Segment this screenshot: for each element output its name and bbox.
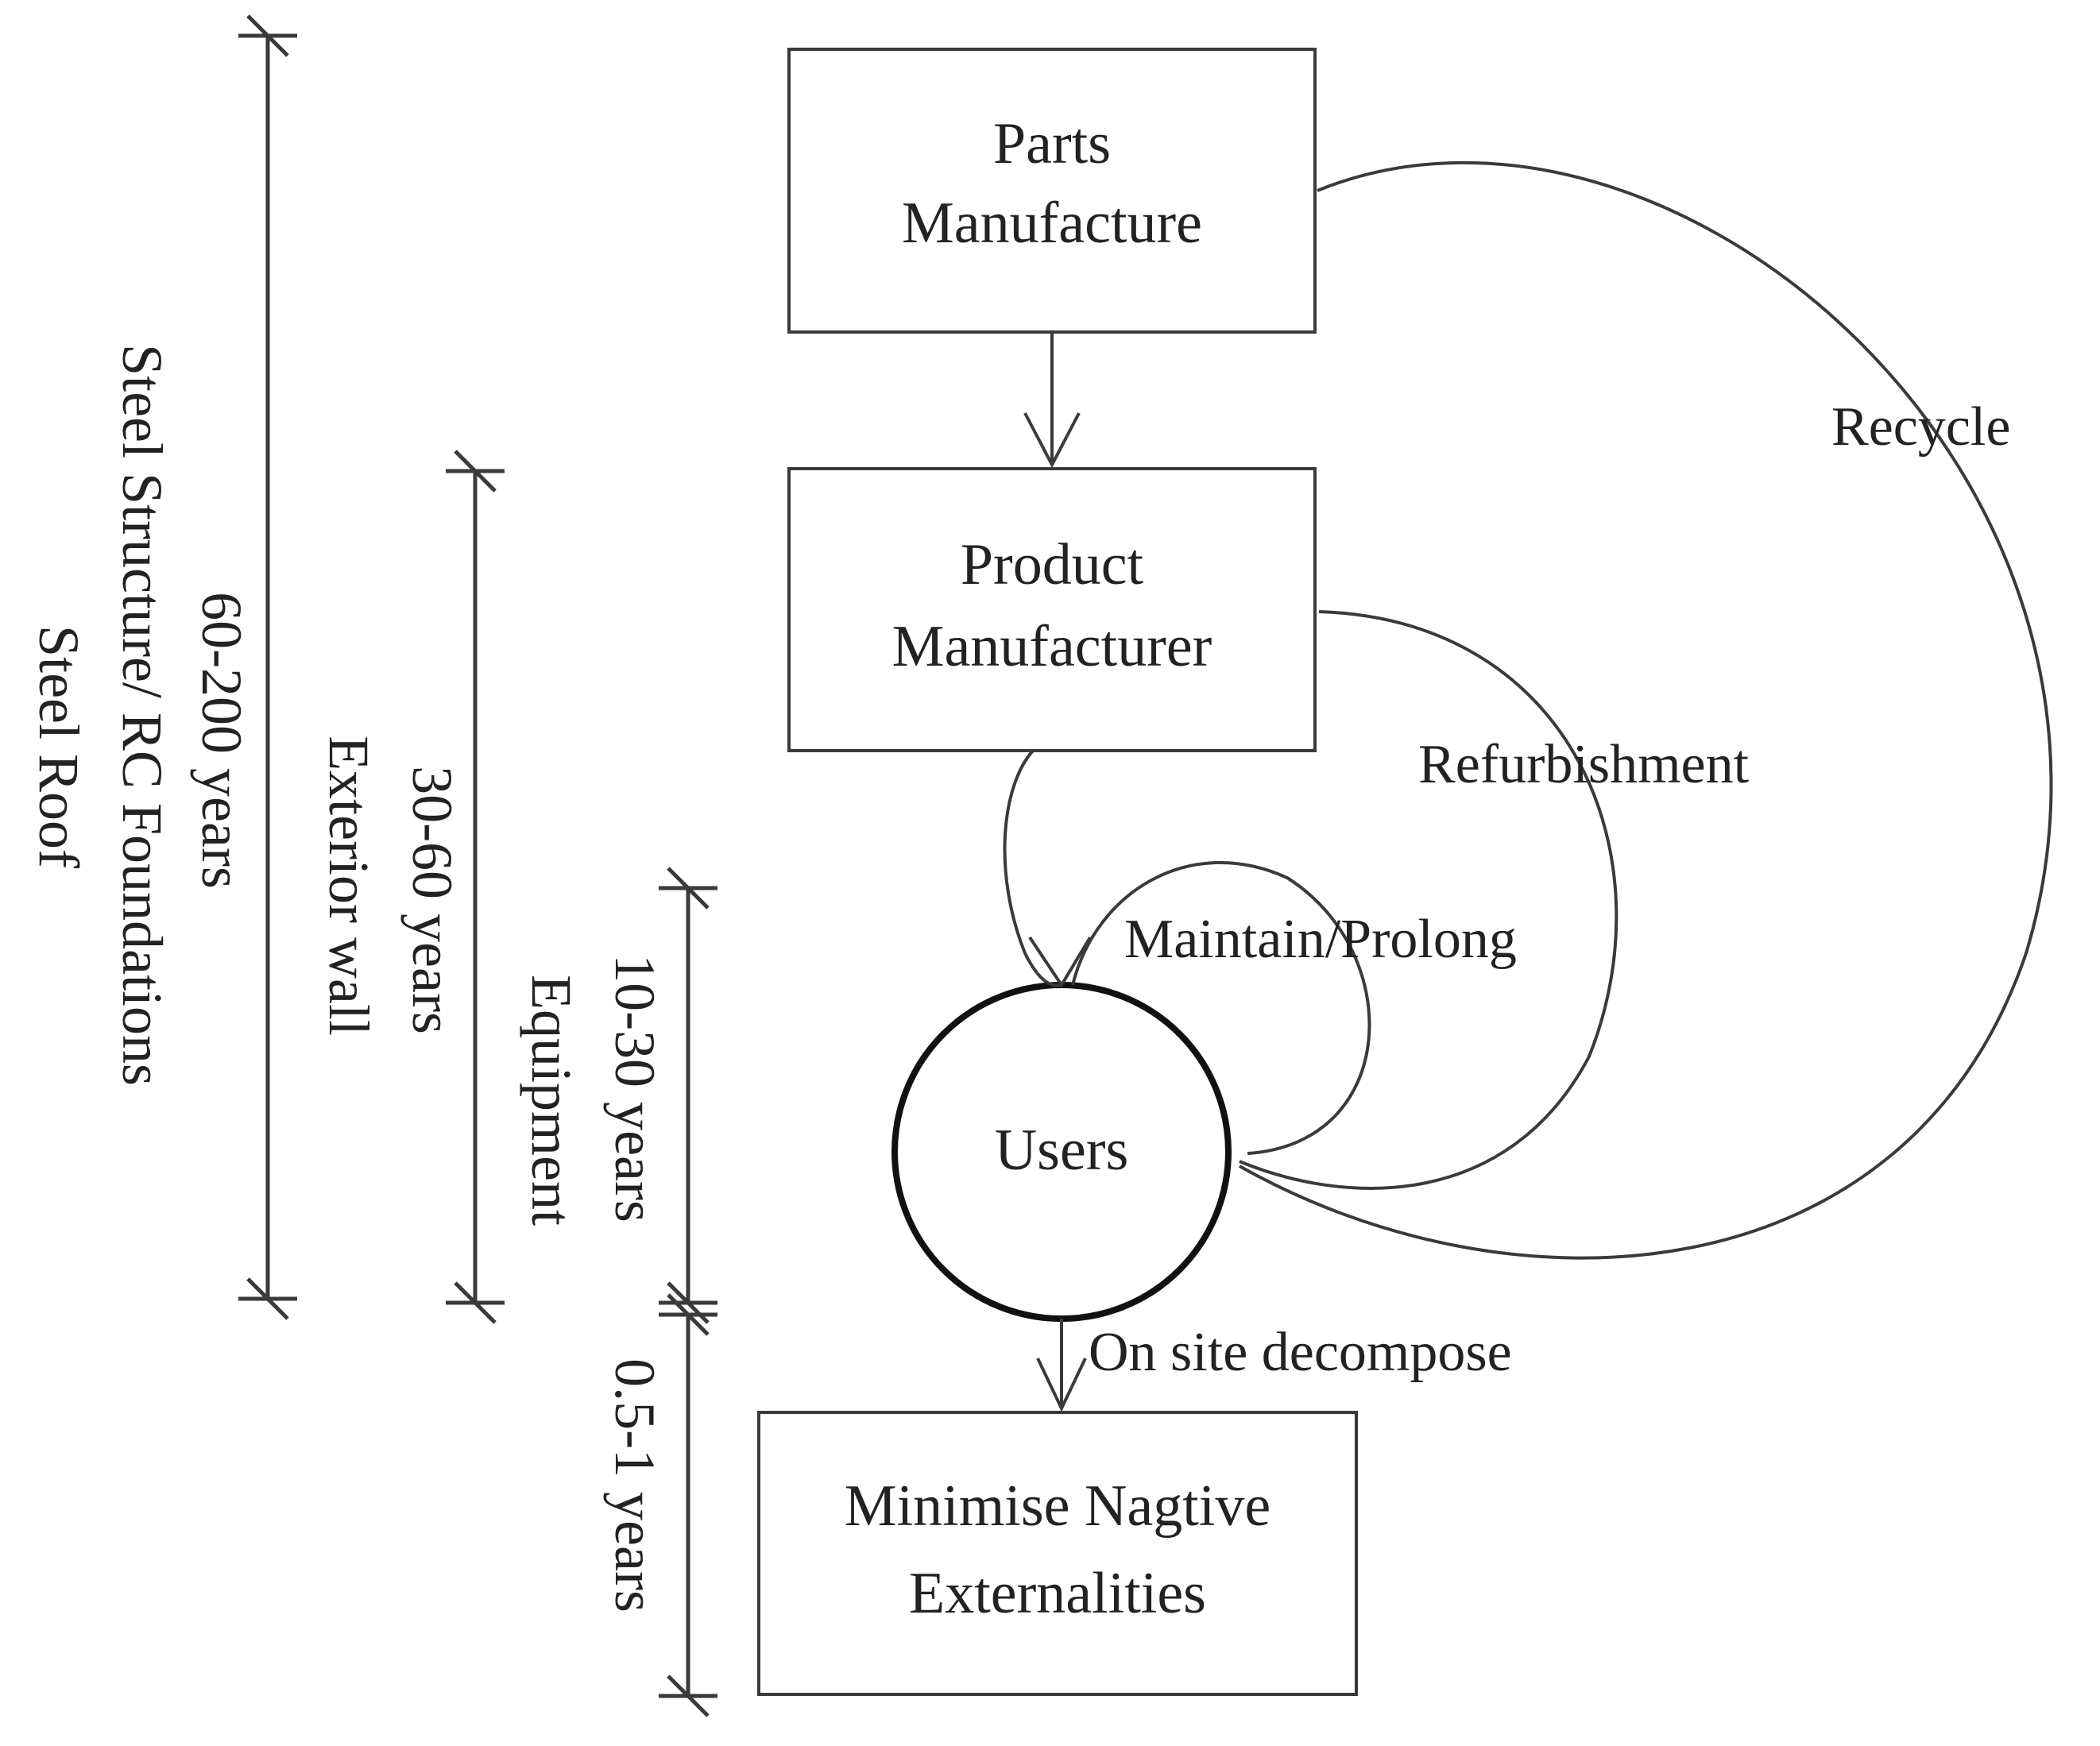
decompose-label: On site decompose bbox=[1089, 1322, 1512, 1383]
minimise-line2: Externalities bbox=[909, 1561, 1206, 1626]
minimise-externalities-box: Minimise Nagtive Externalities bbox=[757, 1411, 1358, 1696]
timeline-60-200-years: 60-200 years bbox=[190, 592, 253, 889]
timeline-60-200-component-2: Steel Roof bbox=[27, 625, 91, 868]
timeline-10-30-years: 10-30 years bbox=[603, 954, 667, 1223]
users-label: Users bbox=[995, 1118, 1129, 1183]
maintain-prolong-label: Maintain/Prolong bbox=[1124, 909, 1517, 970]
product-line2: Manufacturer bbox=[892, 614, 1212, 679]
timeline-10-30-component: Equipment bbox=[520, 975, 583, 1226]
arrow-users-to-minimise bbox=[1036, 1319, 1087, 1412]
recycle-loop bbox=[1239, 160, 2053, 1260]
timeline-10-30 bbox=[659, 867, 717, 1324]
timeline-0.5-1-years: 0.5-1 years bbox=[603, 1358, 667, 1613]
refurbishment-loop bbox=[1239, 610, 1619, 1190]
minimise-line1: Minimise Nagtive bbox=[845, 1474, 1270, 1539]
users-node: Users bbox=[891, 982, 1232, 1322]
recycle-label: Recycle bbox=[1831, 396, 2010, 458]
arrow-parts-to-product bbox=[1023, 332, 1081, 469]
product-manufacturer-box: Product Manufacturer bbox=[787, 467, 1317, 752]
parts-line1: Parts bbox=[993, 111, 1111, 176]
timeline-60-200-component-1: Steel Structure/ RC Foundations bbox=[110, 344, 174, 1086]
timeline-60-200 bbox=[238, 14, 297, 1320]
parts-manufacture-box: Parts Manufacture bbox=[787, 48, 1317, 334]
timeline-30-60-years: 30-60 years bbox=[400, 766, 464, 1034]
timeline-0.5-1 bbox=[659, 1293, 717, 1717]
timeline-30-60-component: Exterior wall bbox=[317, 736, 381, 1036]
refurbishment-label: Refurbishment bbox=[1418, 734, 1750, 795]
product-line1: Product bbox=[961, 532, 1144, 597]
timeline-30-60 bbox=[446, 450, 505, 1324]
product-to-users-arrow bbox=[1003, 749, 1092, 988]
parts-line2: Manufacture bbox=[902, 191, 1202, 256]
maintain-prolong-loop bbox=[1071, 861, 1371, 1155]
